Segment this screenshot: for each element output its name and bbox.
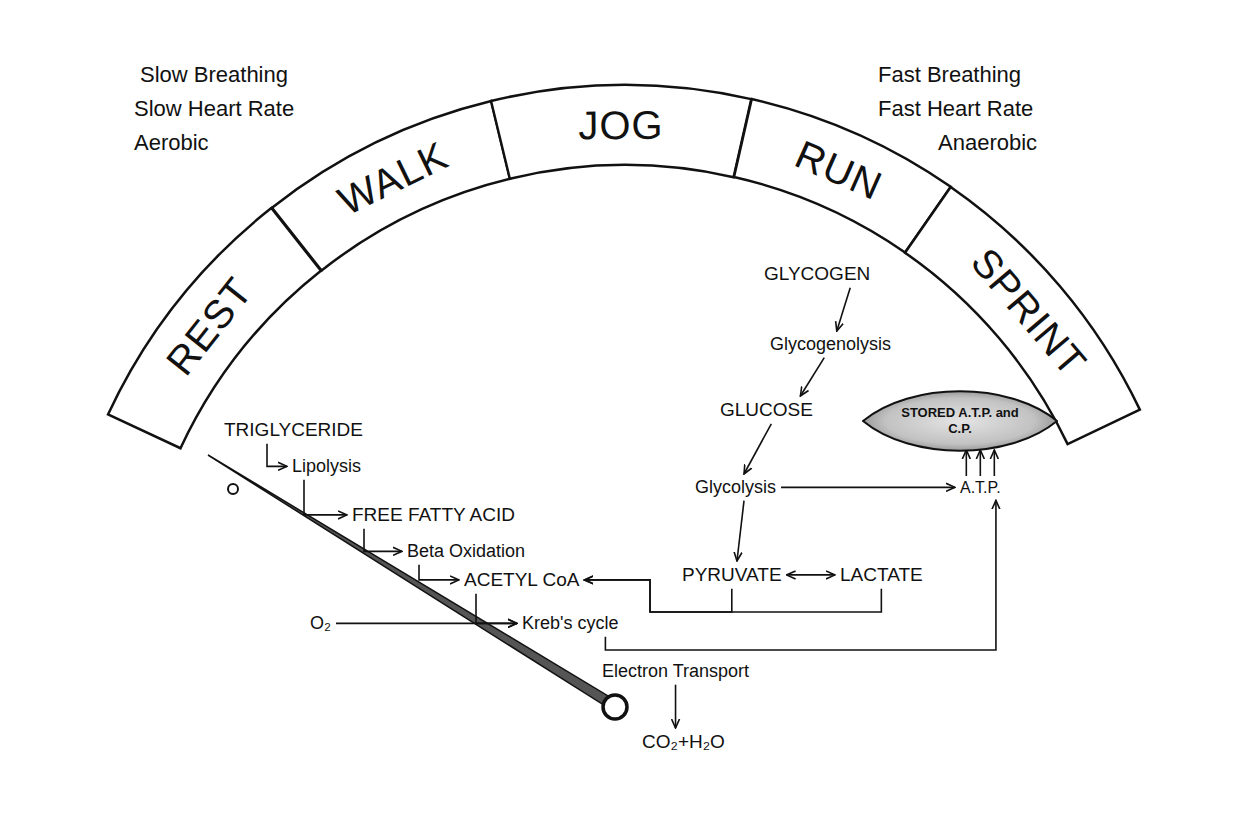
pathway-label: O₂: [310, 613, 331, 634]
note-holder: Fast Breathing: [878, 62, 1021, 87]
pathway-arrow: [419, 565, 459, 580]
pathway-step: Glycogenolysis: [768, 333, 893, 356]
pathway-arrow: [800, 358, 824, 396]
condition-note: Fast Heart Rate: [878, 96, 1033, 121]
pathway-step: GLUCOSE: [718, 398, 815, 422]
pathway-arrow: [675, 685, 677, 728]
pathway-arrow: [787, 574, 835, 576]
condition-note: Slow Heart Rate: [134, 96, 294, 121]
muscle-label: STORED A.T.P. and C.P.: [901, 405, 1019, 436]
pathway-step: PYRUVATE: [680, 563, 784, 587]
pathway-step: Beta Oxidation: [405, 540, 527, 563]
pathway-label: LACTATE: [840, 564, 923, 586]
pathway-arrow: [605, 500, 996, 650]
band-shape: [734, 99, 951, 252]
needle-ring: [228, 484, 238, 494]
pathway-step: FREE FATTY ACID: [350, 503, 517, 527]
pathway-step: Electron Transport: [600, 660, 751, 683]
condition-note: Aerobic: [134, 130, 209, 155]
pathway-arrow: [980, 450, 982, 476]
pathway-step: TRIGLYCERIDE: [222, 418, 365, 442]
pathway-label: GLUCOSE: [720, 399, 813, 421]
pathway-step: Lipolysis: [290, 455, 363, 478]
note-holder: Anaerobic: [938, 130, 1037, 155]
pathway-step: LACTATE: [838, 563, 925, 587]
pathway-label: A.T.P.: [960, 479, 1001, 497]
pathway-step: O₂: [308, 612, 333, 635]
pathway-arrow: [994, 450, 996, 476]
pathway-label: ACETYL CoA: [464, 569, 579, 591]
condition-note: Anaerobic: [938, 130, 1037, 155]
band-shape: [272, 101, 510, 270]
pathway-arrow: [781, 487, 955, 489]
pathway-step: ACETYL CoA: [462, 568, 581, 592]
condition-note: Fast Breathing: [878, 62, 1021, 87]
pathway-step: A.T.P.: [958, 478, 1003, 498]
pathway-label: Beta Oxidation: [407, 541, 525, 562]
pathway-label: FREE FATTY ACID: [352, 504, 515, 526]
pathway-arrow: [744, 424, 771, 474]
intensity-band: REST: [105, 205, 324, 451]
note-holder: Slow Heart Rate: [134, 96, 294, 121]
pathway-label: CO₂+H₂O: [642, 731, 725, 753]
pathway-step: Glycolysis: [693, 476, 778, 499]
band-label-holder: JOG: [579, 102, 665, 149]
pathway-label: PYRUVATE: [682, 564, 782, 586]
pathway-step: CO₂+H₂O: [640, 730, 727, 754]
note-holder: Aerobic: [134, 130, 209, 155]
pathway-arrow: [837, 288, 850, 331]
muscle-shape: [863, 391, 1057, 450]
intensity-band: WALK: [269, 98, 513, 273]
pathway-label: Lipolysis: [292, 456, 361, 477]
pathway-arrow: [304, 480, 347, 515]
pathway-label: Glycogenolysis: [770, 334, 891, 355]
pathway-arrow: [267, 444, 287, 467]
pathway-label: Kreb's cycle: [522, 613, 618, 634]
pathway-label: GLYCOGEN: [764, 263, 870, 285]
note-holder: Fast Heart Rate: [878, 96, 1033, 121]
pathway-arrow: [336, 623, 517, 625]
pathway-label: Electron Transport: [602, 661, 749, 682]
band-label: JOG: [579, 102, 665, 149]
pathway-label: Glycolysis: [695, 477, 776, 498]
band-shape: [108, 208, 321, 448]
gauge-needle: [208, 455, 613, 707]
band-shape: [491, 85, 751, 179]
pathway-arrow: [476, 594, 517, 624]
needle-pivot: [603, 695, 627, 719]
note-holder: Slow Breathing: [140, 62, 288, 87]
pathway-label: TRIGLYCERIDE: [224, 419, 363, 441]
intensity-band: JOG: [488, 82, 754, 182]
pathway-arrow: [737, 501, 744, 561]
pathway-step: GLYCOGEN: [762, 262, 872, 286]
pathway-arrow: [364, 529, 402, 552]
condition-note: Slow Breathing: [140, 62, 288, 87]
pathway-step: Kreb's cycle: [520, 612, 620, 635]
pathway-arrow: [966, 450, 968, 476]
muscle-store: STORED A.T.P. and C.P.: [862, 388, 1058, 454]
